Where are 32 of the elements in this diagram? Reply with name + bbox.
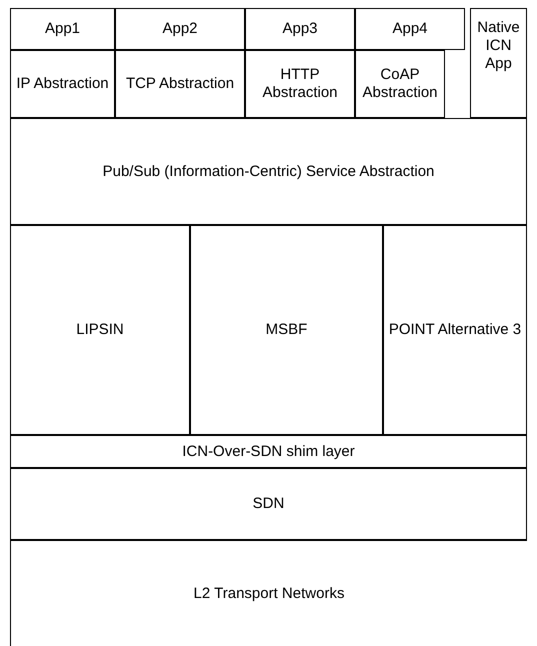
layer-box bbox=[355, 8, 465, 50]
layer-band bbox=[10, 468, 527, 540]
layer-box bbox=[355, 50, 445, 118]
layer-label: Native ICN App bbox=[476, 19, 521, 73]
layer-label: SDN bbox=[252, 495, 286, 513]
layer-box bbox=[245, 50, 355, 118]
layer-label: L2 Transport Networks bbox=[192, 584, 346, 602]
layer-label: App2 bbox=[161, 20, 199, 38]
layer-box bbox=[245, 8, 355, 50]
layer-band bbox=[190, 225, 383, 435]
layer-label: TCP Abstraction bbox=[124, 75, 236, 93]
layer-label: LIPSIN bbox=[75, 321, 125, 339]
layer-band bbox=[10, 540, 527, 646]
layer-box bbox=[115, 50, 245, 118]
layer-label: MSBF bbox=[264, 321, 308, 339]
layer-label: Pub/Sub (Information-Centric) Service Abstraction bbox=[102, 162, 436, 180]
layer-band bbox=[10, 118, 527, 225]
layer-band bbox=[10, 435, 527, 468]
layer-label: CoAP Abstraction bbox=[361, 66, 439, 102]
layer-label: App3 bbox=[281, 20, 319, 38]
app-box bbox=[470, 8, 527, 118]
layer-band bbox=[383, 225, 527, 435]
layer-band bbox=[10, 225, 190, 435]
layer-label: IP Abstraction bbox=[15, 75, 110, 93]
layer-label: POINT Alternative 3 bbox=[388, 321, 522, 339]
layer-box bbox=[115, 8, 245, 50]
layer-label: App4 bbox=[391, 20, 429, 38]
layer-label: ICN-Over-SDN shim layer bbox=[181, 442, 356, 460]
layer-box bbox=[10, 8, 115, 50]
layer-label: App1 bbox=[44, 20, 82, 38]
layer-label: HTTP Abstraction bbox=[261, 66, 339, 102]
layer-box bbox=[10, 50, 115, 118]
